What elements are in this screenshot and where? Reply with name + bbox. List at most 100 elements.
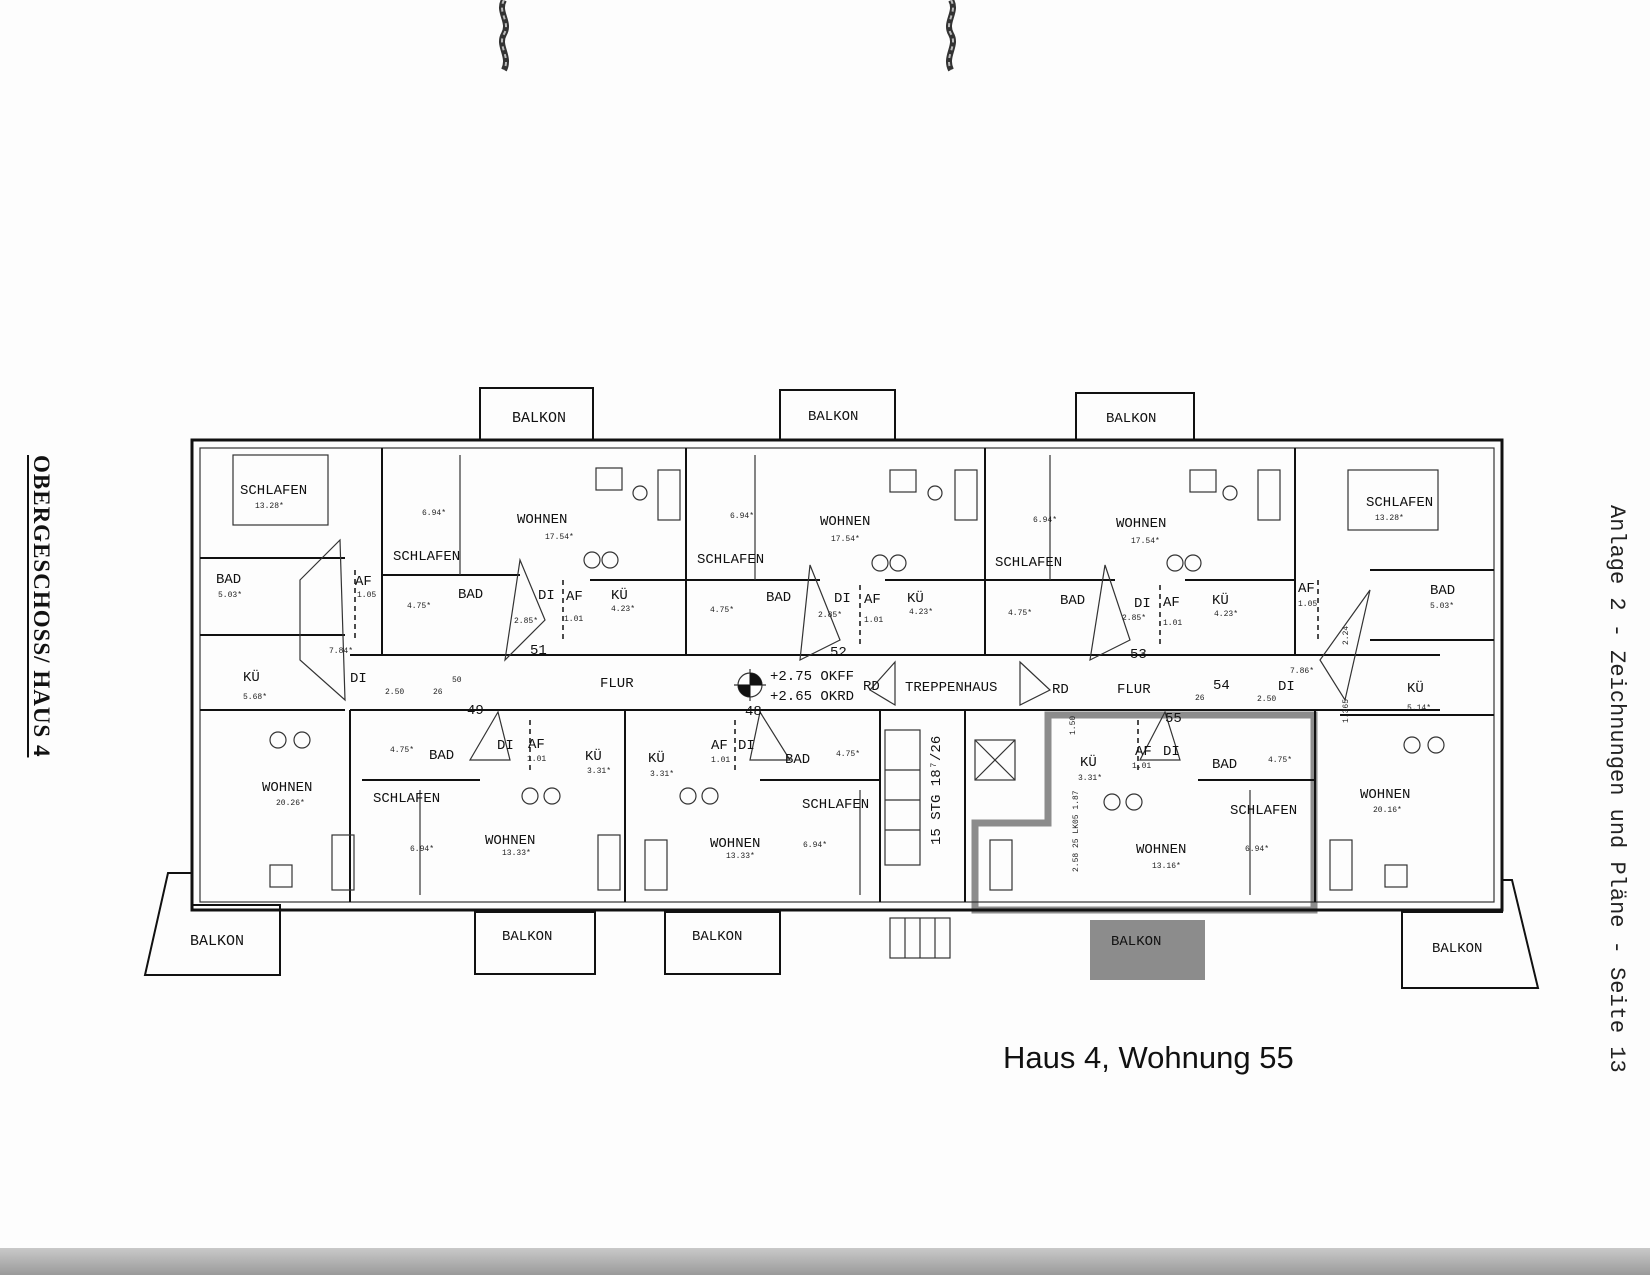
area-label: 2.85* [1122,614,1146,623]
area-label: 5.14* [1407,704,1431,713]
top-balconies [479,387,1195,441]
area-label: 2.85* [514,617,538,626]
area-label: 4.75* [1008,609,1032,618]
area-label: 7.84* [329,647,353,656]
dimension-notes: 15 STG 18⁷/26 2.58 25 LK05 1.87 1.50 1.3… [385,626,1351,872]
area-label: 1.01 [1132,762,1151,771]
room-bad-label: BAD [216,572,241,588]
area-label: 6.94* [1033,516,1057,525]
room-schlafen-label: SCHLAFEN [373,791,440,807]
plan-caption: Haus 4, Wohnung 55 [1003,1040,1294,1075]
area-label: 20.16* [1373,806,1402,815]
area-label: 13.33* [726,852,755,861]
corridor-flur-label: FLUR [600,676,634,692]
area-label: 1.01 [864,616,883,625]
binder-ring-right [946,0,956,72]
area-label: 5.03* [1430,602,1454,611]
scan-edge [0,1248,1650,1275]
dimension-label: 50 [452,676,462,685]
apartment-numbers: 49 48 51 52 53 54 55 [467,643,1230,727]
room-af-label: AF [528,737,545,753]
room-af-label: AF [1135,744,1152,760]
level-okrd: +2.65 OKRD [770,689,854,705]
area-label: 7.86* [1290,667,1314,676]
area-label: 13.28* [1375,514,1404,523]
area-label: 6.94* [422,509,446,518]
level-okff: +2.75 OKFF [770,669,854,685]
apartment-number: 49 [467,703,484,719]
area-label: 3.31* [650,770,674,779]
room-schlafen-label: SCHLAFEN [697,552,764,568]
bottom-balconies [143,872,1540,989]
room-rd-label: RD [863,679,880,695]
dimension-label: 2.58 25 LK05 1.87 [1072,790,1081,872]
area-label: 6.94* [1245,845,1269,854]
area-label: 4.75* [836,750,860,759]
area-label: 13.28* [255,502,284,511]
balcony-bottom-3-label: BALKON [692,929,742,945]
inner-wall-line [199,447,1495,903]
stairwell-label: TREPPENHAUS [905,680,997,696]
room-af-label: AF [1298,581,1315,597]
room-kue-label: KÜ [585,747,602,765]
stairwell [884,729,1016,959]
apartment-number-highlighted: 55 [1165,711,1182,727]
area-label: 1.01 [711,756,730,765]
area-label: 3.31* [587,767,611,776]
room-schlafen-label: SCHLAFEN [1366,495,1433,511]
room-di-label: DI [738,738,755,754]
room-di-label: DI [538,588,555,604]
dimension-label: 1.50 [1069,716,1078,735]
area-label: 13.33* [502,849,531,858]
room-bad-label: BAD [1212,757,1237,773]
room-bad-label: BAD [1060,593,1085,609]
room-di-label: DI [1278,679,1295,695]
level-marker: +2.75 OKFF +2.65 OKRD [734,669,854,705]
room-schlafen-label: SCHLAFEN [995,555,1062,571]
stair-note: 15 STG 18⁷/26 [929,736,945,845]
room-wohnen-label: WOHNEN [710,836,760,852]
area-label: 1.05 [357,591,376,600]
room-af-label: AF [1163,595,1180,611]
area-label: 1.05 [1298,600,1317,609]
area-label: 20.26* [276,799,305,808]
dimension-label: 1.365 [1342,699,1351,723]
area-label: 1.01 [564,615,583,624]
area-label: 6.94* [410,845,434,854]
room-af-label: AF [566,589,583,605]
apartment-number: 51 [530,643,547,659]
area-label: 17.54* [545,533,574,542]
balcony-bottom-left-label: BALKON [190,933,244,950]
room-af-label: AF [711,738,728,754]
room-bad-label: BAD [766,590,791,606]
balcony-bottom-4-label: BALKON [1111,934,1161,950]
room-kue-label: KÜ [1212,591,1229,609]
room-wohnen-label: WOHNEN [485,833,535,849]
area-label: 1.01 [527,755,546,764]
room-di-label: DI [497,738,514,754]
room-wohnen-label: WOHNEN [1116,516,1166,532]
balcony-top-right-label: BALKON [1106,411,1156,427]
room-di-label: DI [1163,744,1180,760]
upper-partitions [200,448,1494,655]
dimension-label: 2.24 [1342,626,1351,645]
balcony-top-left-label: BALKON [512,410,566,427]
floor-title: OBERGESCHOSS/ HAUS 4 [29,455,54,758]
room-kue-label: KÜ [648,749,665,767]
furniture-symbols [232,454,1445,891]
room-kue-label: KÜ [243,668,260,686]
balcony-55-shaded [1090,920,1205,980]
area-label: 4.23* [1214,610,1238,619]
af-dashed-lines [354,570,1319,770]
area-label: 4.75* [710,606,734,615]
room-kue-label: KÜ [1080,753,1097,771]
dimension-label: 26 [433,688,443,697]
room-af-label: AF [864,592,881,608]
area-label: 6.94* [803,841,827,850]
area-label: 13.16* [1152,862,1181,871]
room-labels: BALKON BALKON BALKON BALKON BALKON BALKO… [190,409,1482,957]
room-wohnen-label: WOHNEN [517,512,567,528]
area-label: 5.03* [218,591,242,600]
